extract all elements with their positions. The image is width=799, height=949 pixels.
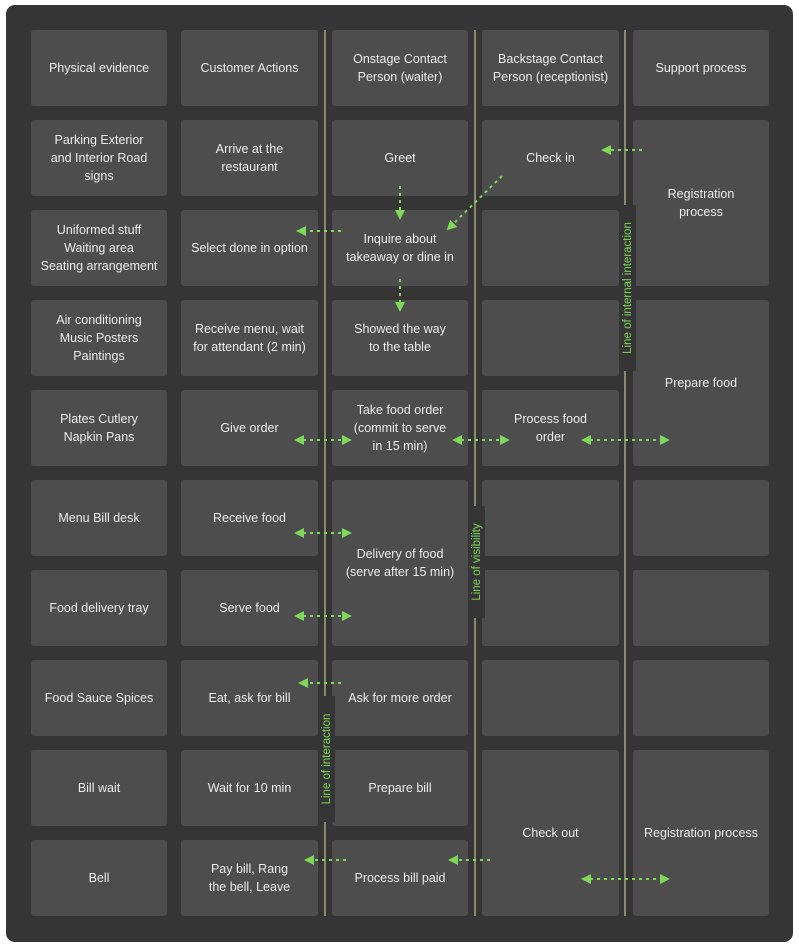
support-registration: Registration process [633, 120, 769, 286]
header-label: Onstage Contact Person (waiter) [353, 52, 447, 84]
customer-action-cell: Receive food [181, 480, 318, 556]
onstage-label: Ask for more order [348, 691, 452, 705]
onstage-greet: Greet [332, 120, 468, 196]
onstage-label: Take food order (commit to serve in 15 m… [353, 403, 447, 453]
evidence-cell: Uniformed stuff Waiting area Seating arr… [31, 210, 167, 286]
support-label: Prepare food [664, 376, 738, 390]
support-empty [633, 660, 769, 736]
header-label: Support process [655, 61, 747, 75]
evidence-cell: Air conditioning Music Posters Paintings [31, 300, 167, 376]
header-customer-actions: Customer Actions [181, 30, 318, 106]
onstage-inquire: Inquire about takeaway or dine in [332, 210, 468, 286]
customer-action-label: Receive food [213, 511, 286, 525]
customer-action-label: Serve food [219, 601, 280, 615]
customer-action-label: Arrive at the restaurant [215, 142, 284, 174]
backstage-empty [482, 480, 619, 556]
onstage-showed-way: Showed the way to the table [332, 300, 468, 376]
evidence-label: Menu Bill desk [58, 511, 140, 525]
customer-action-label: Pay bill, Rang the bell, Leave [208, 862, 291, 894]
onstage-label: Process bill paid [354, 871, 446, 885]
customer-action-label: Receive menu, wait for attendant (2 min) [193, 322, 306, 354]
evidence-label: Food Sauce Spices [44, 691, 154, 705]
backstage-empty [482, 660, 619, 736]
support-prepare-food: Prepare food [633, 300, 769, 466]
onstage-ask-more: Ask for more order [332, 660, 468, 736]
backstage-label: Check out [522, 826, 579, 840]
customer-action-label: Eat, ask for bill [208, 691, 291, 705]
evidence-cell: Food Sauce Spices [31, 660, 167, 736]
evidence-label: Uniformed stuff Waiting area Seating arr… [40, 223, 158, 273]
backstage-label: Process food order [514, 412, 587, 444]
onstage-label: Inquire about takeaway or dine in [346, 232, 454, 264]
customer-action-cell: Serve food [181, 570, 318, 646]
header-label: Backstage Contact Person (receptionist) [492, 52, 609, 84]
backstage-process-food: Process food order [482, 390, 619, 466]
evidence-cell: Plates Cutlery Napkin Pans [31, 390, 167, 466]
customer-action-label: Give order [220, 421, 279, 435]
evidence-cell: Bell [31, 840, 167, 916]
evidence-label: Parking Exterior and Interior Road signs [50, 133, 148, 183]
onstage-prepare-bill: Prepare bill [332, 750, 468, 826]
evidence-label: Air conditioning Music Posters Paintings [56, 313, 142, 363]
backstage-empty [482, 570, 619, 646]
onstage-label: Delivery of food (serve after 15 min) [345, 547, 455, 579]
line-of-interaction-label: Line of interaction [321, 696, 335, 822]
header-label: Physical evidence [48, 61, 150, 75]
customer-action-cell: Pay bill, Rang the bell, Leave [181, 840, 318, 916]
backstage-empty [482, 300, 619, 376]
evidence-label: Food delivery tray [49, 601, 149, 615]
evidence-label: Bill wait [77, 781, 121, 795]
backstage-label: Check in [526, 151, 575, 165]
customer-action-cell: Eat, ask for bill [181, 660, 318, 736]
header-backstage: Backstage Contact Person (receptionist) [482, 30, 619, 106]
evidence-label: Plates Cutlery Napkin Pans [60, 412, 138, 444]
evidence-cell: Menu Bill desk [31, 480, 167, 556]
onstage-delivery: Delivery of food (serve after 15 min) [332, 480, 468, 646]
backstage-check-in: Check in [482, 120, 619, 196]
line-of-interaction [324, 30, 326, 916]
onstage-label: Prepare bill [368, 781, 432, 795]
customer-action-cell: Arrive at the restaurant [181, 120, 318, 196]
onstage-take-order: Take food order (commit to serve in 15 m… [332, 390, 468, 466]
line-of-internal-interaction [624, 30, 626, 916]
support-label: Registration process [644, 826, 758, 840]
evidence-cell: Bill wait [31, 750, 167, 826]
support-registration-2: Registration process [633, 750, 769, 916]
header-label: Customer Actions [200, 61, 299, 75]
customer-action-cell: Wait for 10 min [181, 750, 318, 826]
customer-action-cell: Give order [181, 390, 318, 466]
header-onstage: Onstage Contact Person (waiter) [332, 30, 468, 106]
evidence-cell: Parking Exterior and Interior Road signs [31, 120, 167, 196]
header-physical-evidence: Physical evidence [31, 30, 167, 106]
line-of-visibility [474, 30, 476, 916]
line-of-visibility-label: Line of visibility [471, 506, 485, 618]
customer-action-label: Select done in option [191, 241, 308, 255]
evidence-label: Bell [88, 871, 110, 885]
customer-action-cell: Select done in option [181, 210, 318, 286]
customer-action-cell: Receive menu, wait for attendant (2 min) [181, 300, 318, 376]
support-empty [633, 480, 769, 556]
backstage-empty [482, 210, 619, 286]
support-empty [633, 570, 769, 646]
customer-action-label: Wait for 10 min [207, 781, 292, 795]
onstage-process-bill: Process bill paid [332, 840, 468, 916]
header-support: Support process [633, 30, 769, 106]
line-of-internal-interaction-label: Line of internal interaction [622, 205, 636, 371]
support-label: Registration process [667, 187, 735, 219]
backstage-check-out: Check out [482, 750, 619, 916]
evidence-cell: Food delivery tray [31, 570, 167, 646]
onstage-label: Showed the way to the table [354, 322, 446, 354]
onstage-label: Greet [384, 151, 416, 165]
